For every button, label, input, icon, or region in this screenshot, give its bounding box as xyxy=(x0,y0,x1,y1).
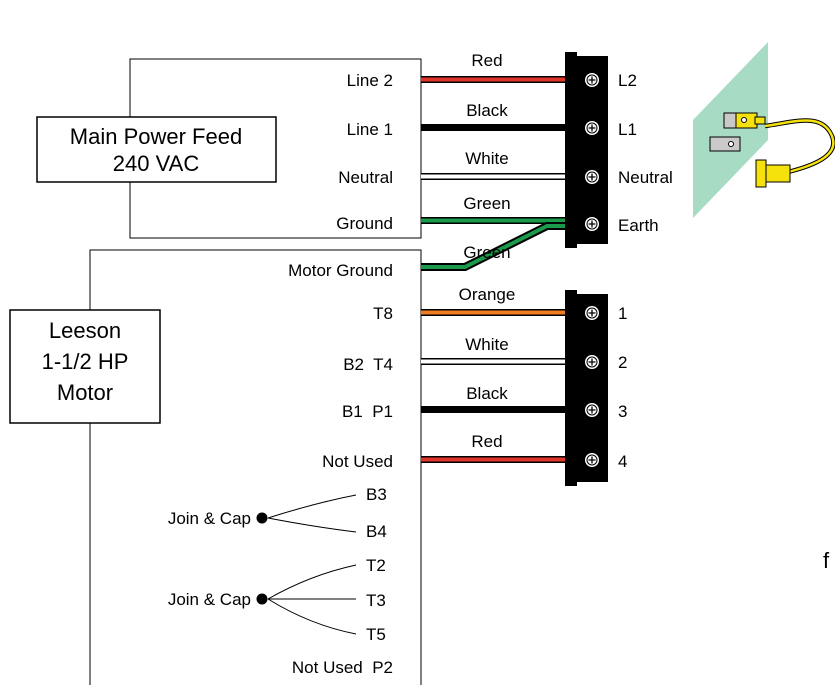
terminal-screw-3 xyxy=(584,402,600,418)
terminal-block-motor xyxy=(565,290,608,486)
label-not-used-p2: Not Used P2 xyxy=(292,658,393,677)
terminal-screw-4 xyxy=(584,452,600,468)
terminal-block-power xyxy=(565,52,608,248)
terminal-screw-1 xyxy=(584,305,600,321)
terminal-screw-neutral xyxy=(584,169,600,185)
label-t2: T2 xyxy=(366,556,386,575)
terminal-label-earth: Earth xyxy=(618,216,659,235)
wire-label-green: Green xyxy=(463,194,510,213)
edge-text: f xyxy=(823,548,830,573)
motor-box xyxy=(89,249,422,685)
terminal-label-1: 1 xyxy=(618,304,627,323)
join-cap-label-2: Join & Cap xyxy=(168,590,251,609)
label-not-used: Not Used xyxy=(322,452,393,471)
terminal-label-neutral: Neutral xyxy=(618,168,673,187)
wire-label-white: White xyxy=(465,149,508,168)
label-t3: T3 xyxy=(366,591,386,610)
label-b1-p1: B1 P1 xyxy=(342,402,393,421)
wire-label-black-2: Black xyxy=(466,384,508,403)
main-power-feed-title-2: 240 VAC xyxy=(113,151,200,176)
join-cap-label-1: Join & Cap xyxy=(168,509,251,528)
terminal-label-l2: L2 xyxy=(618,71,637,90)
wire-t8 xyxy=(421,309,565,316)
wire-label-motor-green: Green xyxy=(463,243,510,262)
wire-motor-ground xyxy=(421,222,565,271)
terminal-screw-2 xyxy=(584,354,600,370)
terminal-screw-l2 xyxy=(584,72,600,88)
terminal-screw-earth xyxy=(584,216,600,232)
wire-label-red: Red xyxy=(471,51,502,70)
label-b3: B3 xyxy=(366,485,387,504)
terminal-label-2: 2 xyxy=(618,353,627,372)
label-line-2: Line 2 xyxy=(347,71,393,90)
terminal-label-4: 4 xyxy=(618,452,627,471)
wire-label-white-2: White xyxy=(465,335,508,354)
wire-t4 xyxy=(421,358,565,365)
label-t5: T5 xyxy=(366,625,386,644)
label-ground: Ground xyxy=(336,214,393,233)
wire-label-black: Black xyxy=(466,101,508,120)
join-cap-dot-2 xyxy=(256,593,268,605)
label-motor-ground: Motor Ground xyxy=(288,261,393,280)
spade-connector-illustration xyxy=(693,42,835,218)
join-cap-leads-1 xyxy=(267,494,357,533)
motor-title-3: Motor xyxy=(57,380,113,405)
wire-neutral xyxy=(421,173,565,180)
motor-title-1: Leeson xyxy=(49,318,121,343)
join-cap-dot-1 xyxy=(256,512,268,524)
main-power-feed-title-box xyxy=(36,116,277,183)
wire-label-orange: Orange xyxy=(459,285,516,304)
join-cap-leads-2 xyxy=(267,564,357,635)
motor-title-2: 1-1/2 HP xyxy=(42,349,129,374)
main-power-feed-title-1: Main Power Feed xyxy=(70,124,242,149)
label-t8: T8 xyxy=(373,304,393,323)
wire-label-red-2: Red xyxy=(471,432,502,451)
label-line-1: Line 1 xyxy=(347,120,393,139)
wire-line-1 xyxy=(421,124,565,131)
label-b2-t4: B2 T4 xyxy=(343,355,393,374)
label-b4: B4 xyxy=(366,522,387,541)
terminal-label-3: 3 xyxy=(618,402,627,421)
wire-ground xyxy=(421,217,565,224)
terminal-screw-l1 xyxy=(584,120,600,136)
label-neutral: Neutral xyxy=(338,168,393,187)
wire-line-2 xyxy=(421,76,565,83)
wire-p1 xyxy=(421,406,565,413)
motor-title-box xyxy=(9,309,161,424)
wire-not-used xyxy=(421,456,565,463)
terminal-label-l1: L1 xyxy=(618,120,637,139)
